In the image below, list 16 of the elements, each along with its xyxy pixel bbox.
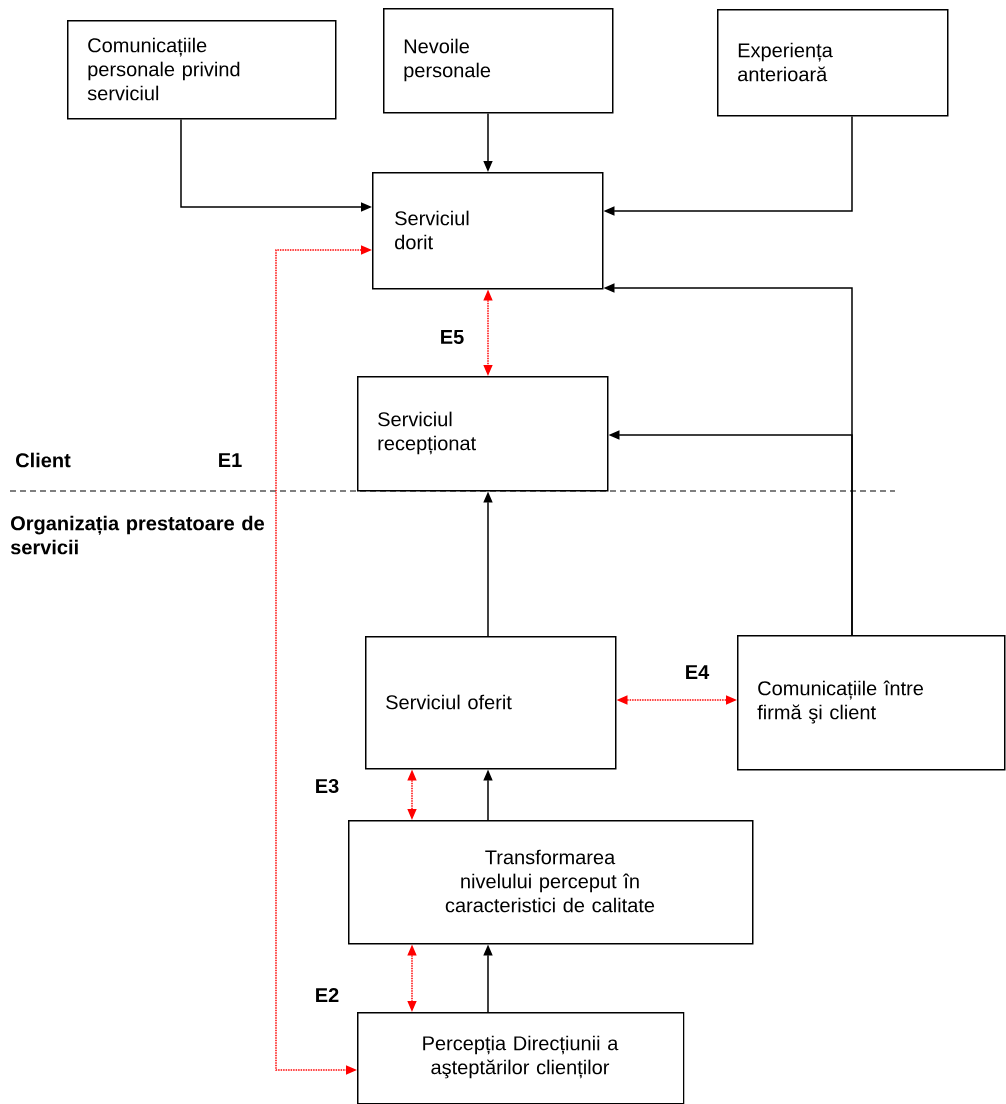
- process-box: Serviciul recepționat: [357, 376, 609, 492]
- edge-label: E3: [316, 778, 339, 794]
- edge-label: E4: [686, 665, 710, 679]
- edge-label: E1: [219, 453, 242, 467]
- edge-label: E2: [316, 988, 339, 1002]
- process-box: Serviciul oferit: [365, 636, 617, 770]
- process-box: Transformarea nivelului perceput în caracteristici de calitate: [348, 820, 754, 945]
- process-box: Comunicațiile personale privind serviciul: [67, 20, 337, 120]
- process-box: Comunicațiile între firmă şi client: [737, 635, 1006, 771]
- process-box: Serviciul dorit: [372, 172, 604, 290]
- process-box: Percepția Direcțiunii a aşteptărilor clienților: [357, 1012, 685, 1104]
- zone-label: Client: [16, 452, 71, 468]
- edge-label: E5: [441, 330, 464, 344]
- process-box: Experiența anterioară: [717, 9, 949, 117]
- process-box: Nevoile personale: [383, 8, 614, 114]
- zone-label: Organizația prestatoare de servicii: [10, 515, 264, 555]
